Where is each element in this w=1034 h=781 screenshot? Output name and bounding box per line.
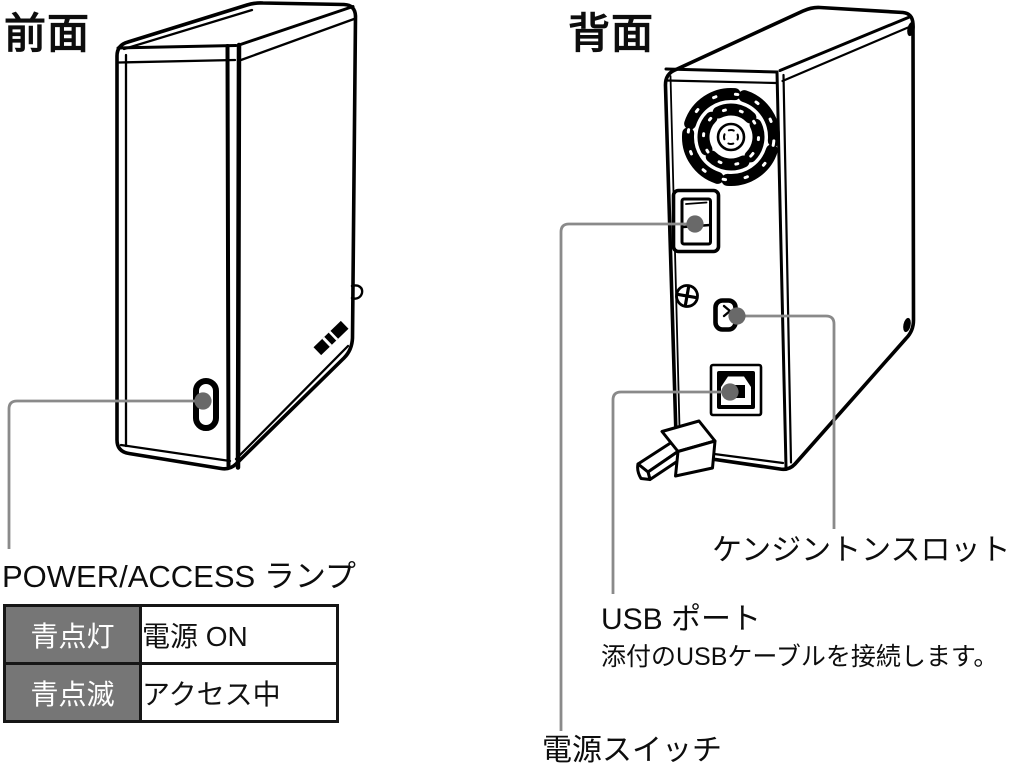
callout-lines — [7, 222, 836, 731]
usb-callout-dot — [721, 383, 739, 401]
rivet-icon — [907, 21, 915, 37]
table-row: 青点滅 アクセス中 — [3, 662, 339, 723]
usb-cable-plug-icon — [636, 419, 717, 481]
front-device-drawing — [115, 1, 364, 471]
kensington-slot-label: ケンジントンスロット — [712, 534, 1011, 567]
kensington-callout-line — [737, 314, 836, 529]
power-access-lamp-label: POWER/ACCESS ランプ — [2, 559, 356, 594]
screw-icon — [675, 284, 699, 308]
table-row: 青点灯 電源 ON — [3, 604, 339, 665]
brand-logo-icon — [313, 320, 349, 356]
lamp-state-cell: 青点灯 — [3, 604, 142, 665]
callout-dots — [194, 215, 746, 410]
clip-tab-icon — [350, 284, 364, 300]
usb-port-label: USB ポート — [601, 603, 762, 636]
back-device-drawing — [636, 5, 916, 481]
lamp-callout-line — [7, 399, 203, 549]
power-switch-label: 電源スイッチ — [542, 734, 722, 767]
fan-grille-icon — [682, 88, 780, 186]
kensington-callout-dot — [728, 307, 746, 325]
lamp-state-cell: 青点滅 — [3, 662, 142, 723]
power-switch-callout-dot — [686, 215, 704, 233]
lamp-meaning-cell: 電源 ON — [139, 604, 339, 665]
usb-callout-line — [611, 390, 730, 594]
lamp-status-table: 青点灯 電源 ON 青点滅 アクセス中 — [3, 604, 339, 723]
back-view-title: 背面 — [568, 10, 655, 57]
power-switch-callout-line — [559, 222, 695, 731]
lamp-callout-dot — [194, 392, 212, 410]
rivet-icon — [903, 317, 911, 333]
front-view-title: 前面 — [4, 10, 91, 57]
usb-port-note: 添付のUSBケーブルを接続します。 — [601, 643, 999, 671]
lamp-meaning-cell: アクセス中 — [139, 662, 339, 723]
